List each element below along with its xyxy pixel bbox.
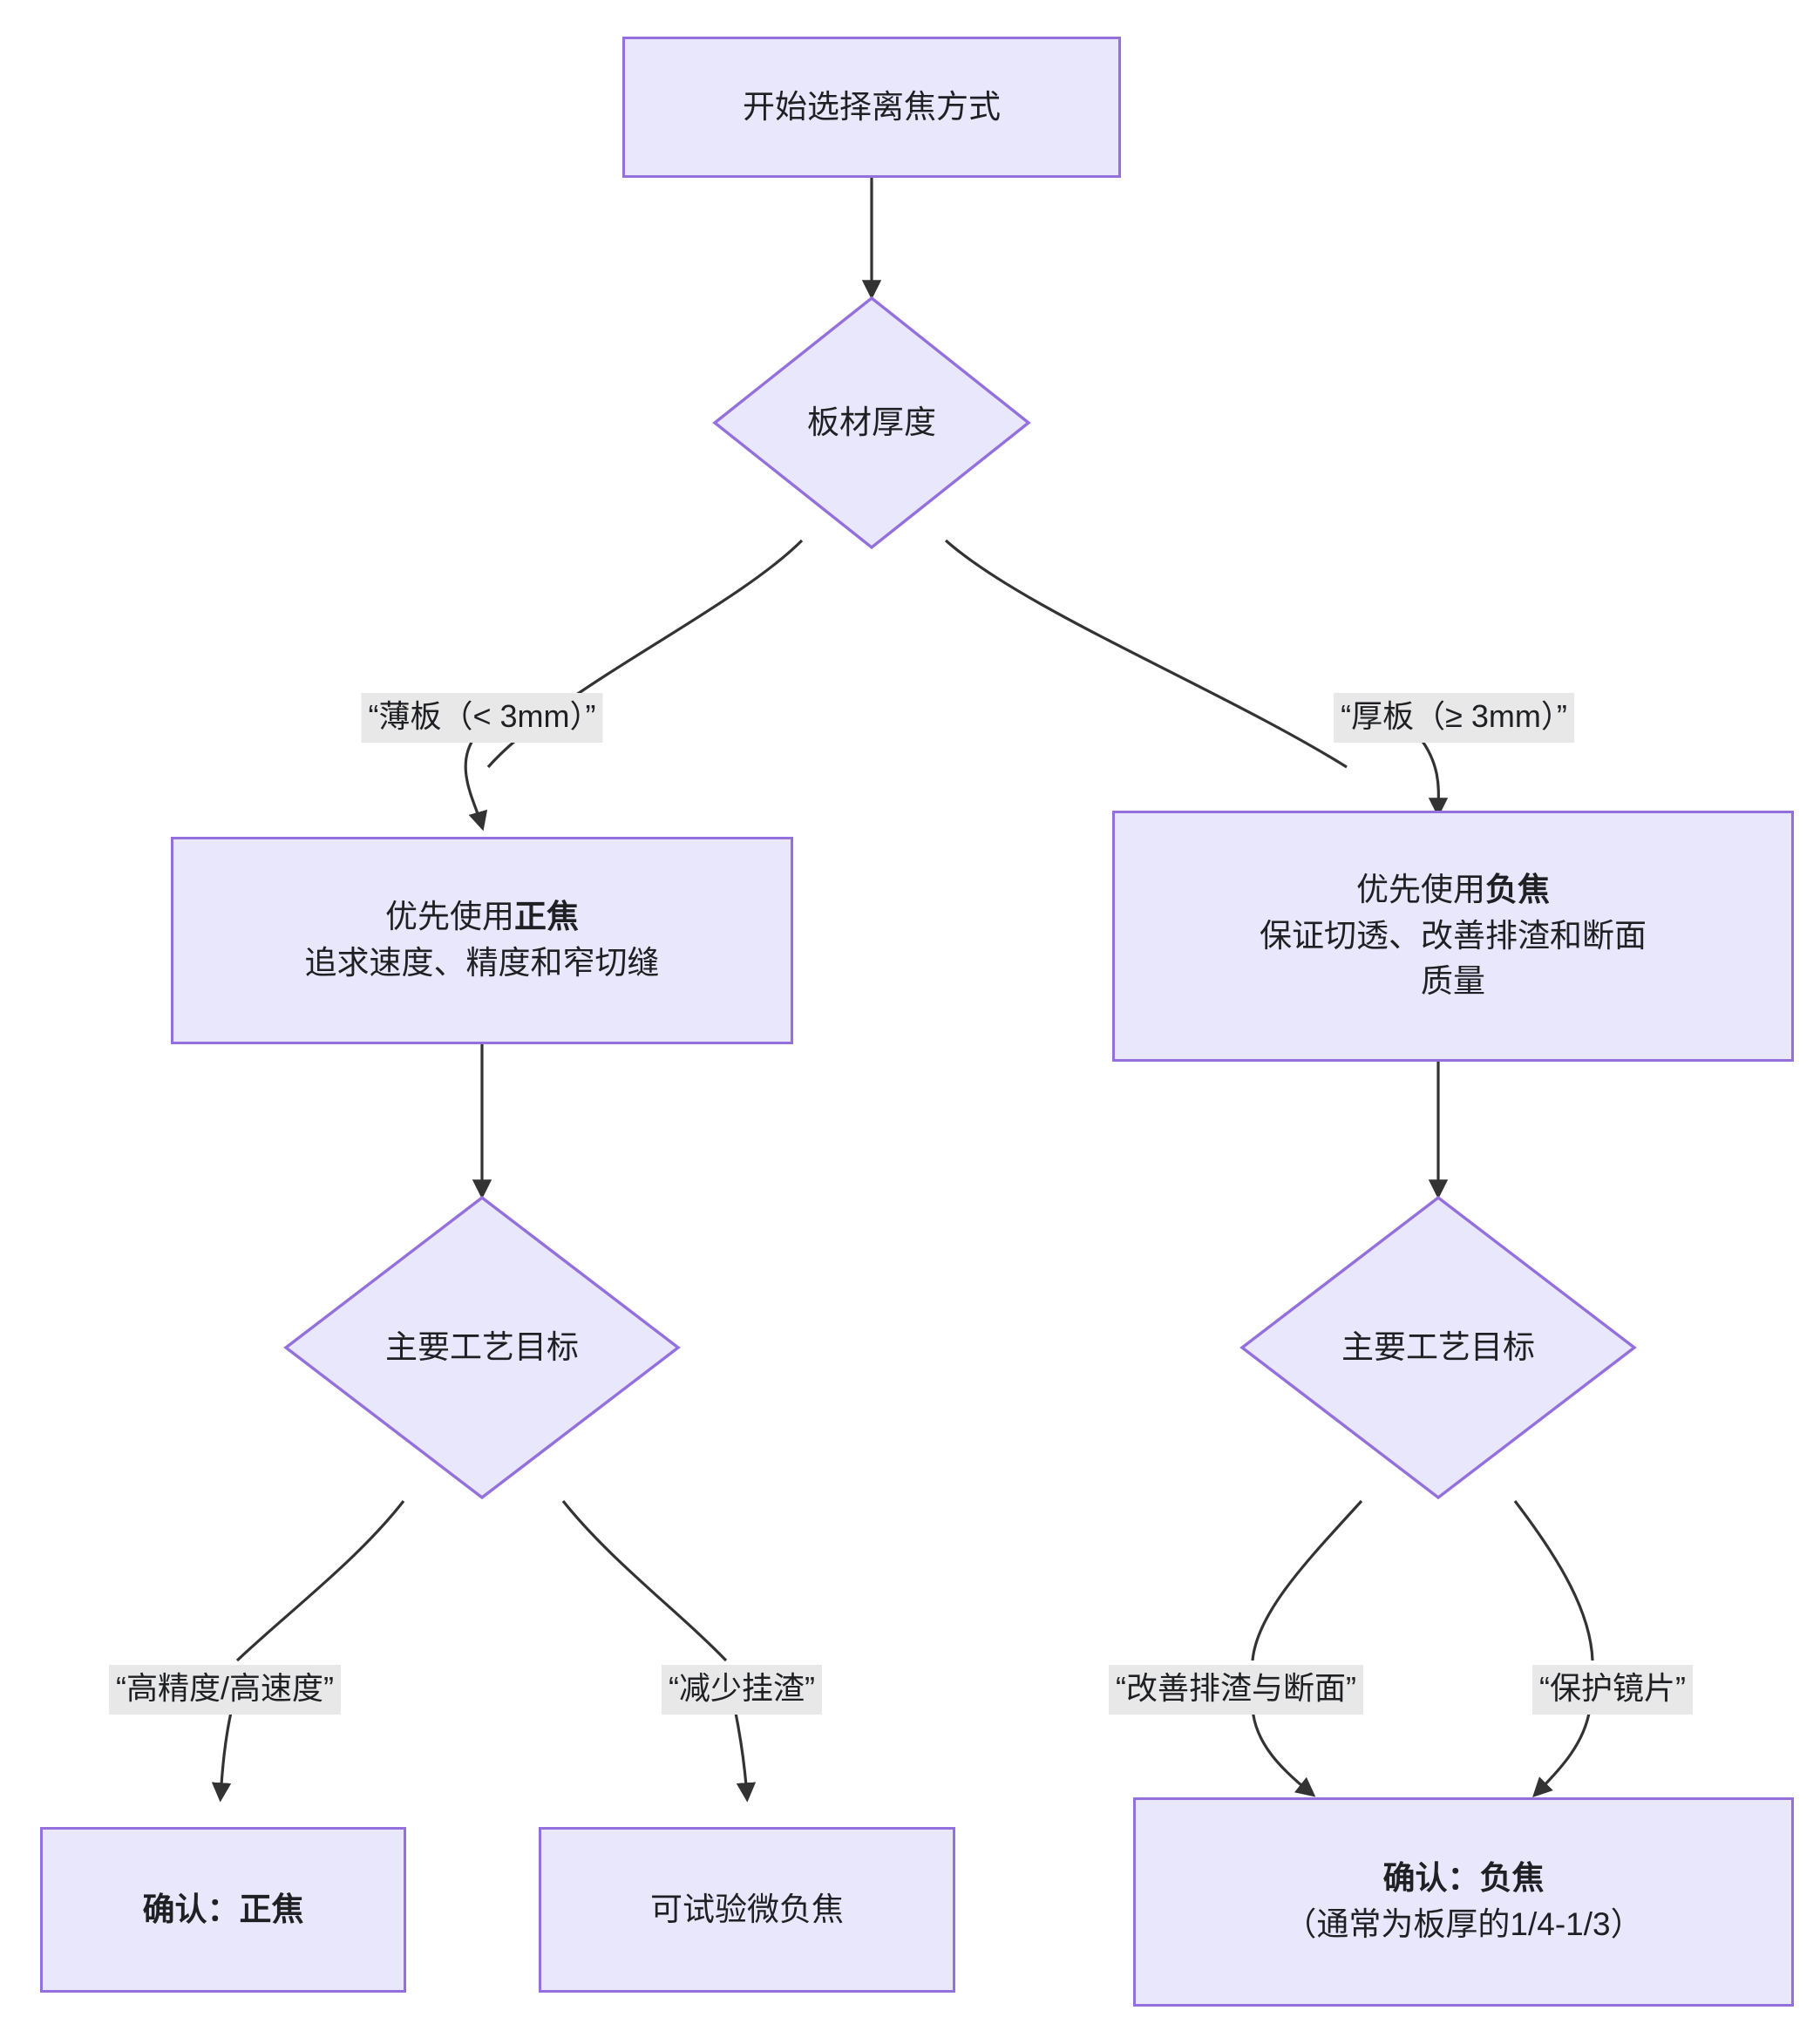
- edge-label-high-precision-text: “高精度/高速度”: [116, 1670, 334, 1706]
- edge-label-improve-dross-section-text: “改善排渣与断面”: [1116, 1670, 1356, 1706]
- edge-goal-thick-to-confirm-right-tail: [1532, 1708, 1592, 1797]
- node-thin-positive-line2: 追求速度、精度和窄切缝: [304, 945, 660, 981]
- node-thin-positive-line1: 优先使用正焦: [186, 894, 778, 941]
- diamond-shape: [712, 295, 1031, 550]
- node-confirm-negative-line1: 确认：负焦: [1382, 1860, 1545, 1897]
- node-thick-negative-line1-plain: 优先使用: [1356, 872, 1485, 908]
- edge-goal-thick-to-confirm-right: [1513, 1500, 1594, 1661]
- node-thin-positive[interactable]: 优先使用正焦 追求速度、精度和窄切缝: [171, 837, 793, 1044]
- node-start-label: 开始选择离焦方式: [743, 88, 1001, 125]
- edge-label-thin-text: “薄板（< 3mm）”: [368, 698, 596, 734]
- node-confirm-positive[interactable]: 确认：正焦: [40, 1827, 406, 1993]
- edge-label-high-precision: “高精度/高速度”: [109, 1665, 341, 1715]
- edge-goal-to-confirm-positive-tail: [211, 1708, 234, 1803]
- edge-goal-to-try-micro-tail: [733, 1708, 757, 1803]
- node-start[interactable]: 开始选择离焦方式: [622, 37, 1121, 178]
- node-goal-thick-label: 主要工艺目标: [1341, 1329, 1535, 1366]
- node-thick-negative-line3: 质量: [1421, 963, 1485, 1000]
- edge-goal-to-confirm-positive: [235, 1500, 405, 1662]
- edge-thickness-to-thick-tail: [1417, 736, 1449, 818]
- node-confirm-negative-line2: （通常为板厚的1/4-1/3）: [1284, 1906, 1643, 1942]
- node-thin-positive-line1-plain: 优先使用: [385, 899, 514, 935]
- edge-goal-thick-to-confirm-left: [1251, 1499, 1363, 1661]
- edge-label-thin: “薄板（< 3mm）”: [361, 693, 603, 743]
- edge-thickness-to-thin-tail: [464, 736, 488, 832]
- edge-label-thick: “厚板（≥ 3mm）”: [1334, 693, 1574, 743]
- edge-label-improve-dross-section: “改善排渣与断面”: [1109, 1665, 1363, 1715]
- node-thin-positive-line1-bold: 正焦: [514, 899, 579, 935]
- node-thick-negative-line1-bold: 负焦: [1485, 872, 1550, 908]
- node-thick-negative-line2: 保证切透、改善排渣和断面: [1260, 917, 1647, 954]
- node-goal-thin-label: 主要工艺目标: [385, 1329, 579, 1366]
- edge-goal-to-try-micro: [561, 1500, 728, 1662]
- node-goal-thin[interactable]: 主要工艺目标: [283, 1195, 681, 1500]
- diamond-shape: [283, 1195, 681, 1500]
- edge-label-reduce-dross: “减少挂渣”: [662, 1665, 822, 1715]
- node-try-micro-negative-label: 可试验微负焦: [650, 1891, 844, 1927]
- edge-thickness-to-thick: [944, 539, 1348, 769]
- edge-label-reduce-dross-text: “减少挂渣”: [669, 1670, 815, 1706]
- edge-label-protect-lens-text: “保护镜片”: [1539, 1670, 1686, 1706]
- edge-label-thick-text: “厚板（≥ 3mm）”: [1341, 698, 1567, 734]
- diamond-shape: [1239, 1195, 1637, 1500]
- edge-goal-thick-to-confirm-left-tail: [1251, 1708, 1316, 1797]
- edge-label-protect-lens: “保护镜片”: [1532, 1665, 1693, 1715]
- node-try-micro-negative[interactable]: 可试验微负焦: [539, 1827, 955, 1993]
- node-goal-thick[interactable]: 主要工艺目标: [1239, 1195, 1637, 1500]
- node-thick-negative[interactable]: 优先使用负焦 保证切透、改善排渣和断面 质量: [1112, 811, 1794, 1062]
- node-thickness[interactable]: 板材厚度: [712, 295, 1031, 550]
- node-confirm-negative[interactable]: 确认：负焦 （通常为板厚的1/4-1/3）: [1133, 1797, 1794, 2007]
- node-thick-negative-line1: 优先使用负焦: [1127, 867, 1779, 914]
- node-confirm-positive-label: 确认：正焦: [142, 1891, 304, 1927]
- node-thickness-label: 板材厚度: [807, 404, 936, 441]
